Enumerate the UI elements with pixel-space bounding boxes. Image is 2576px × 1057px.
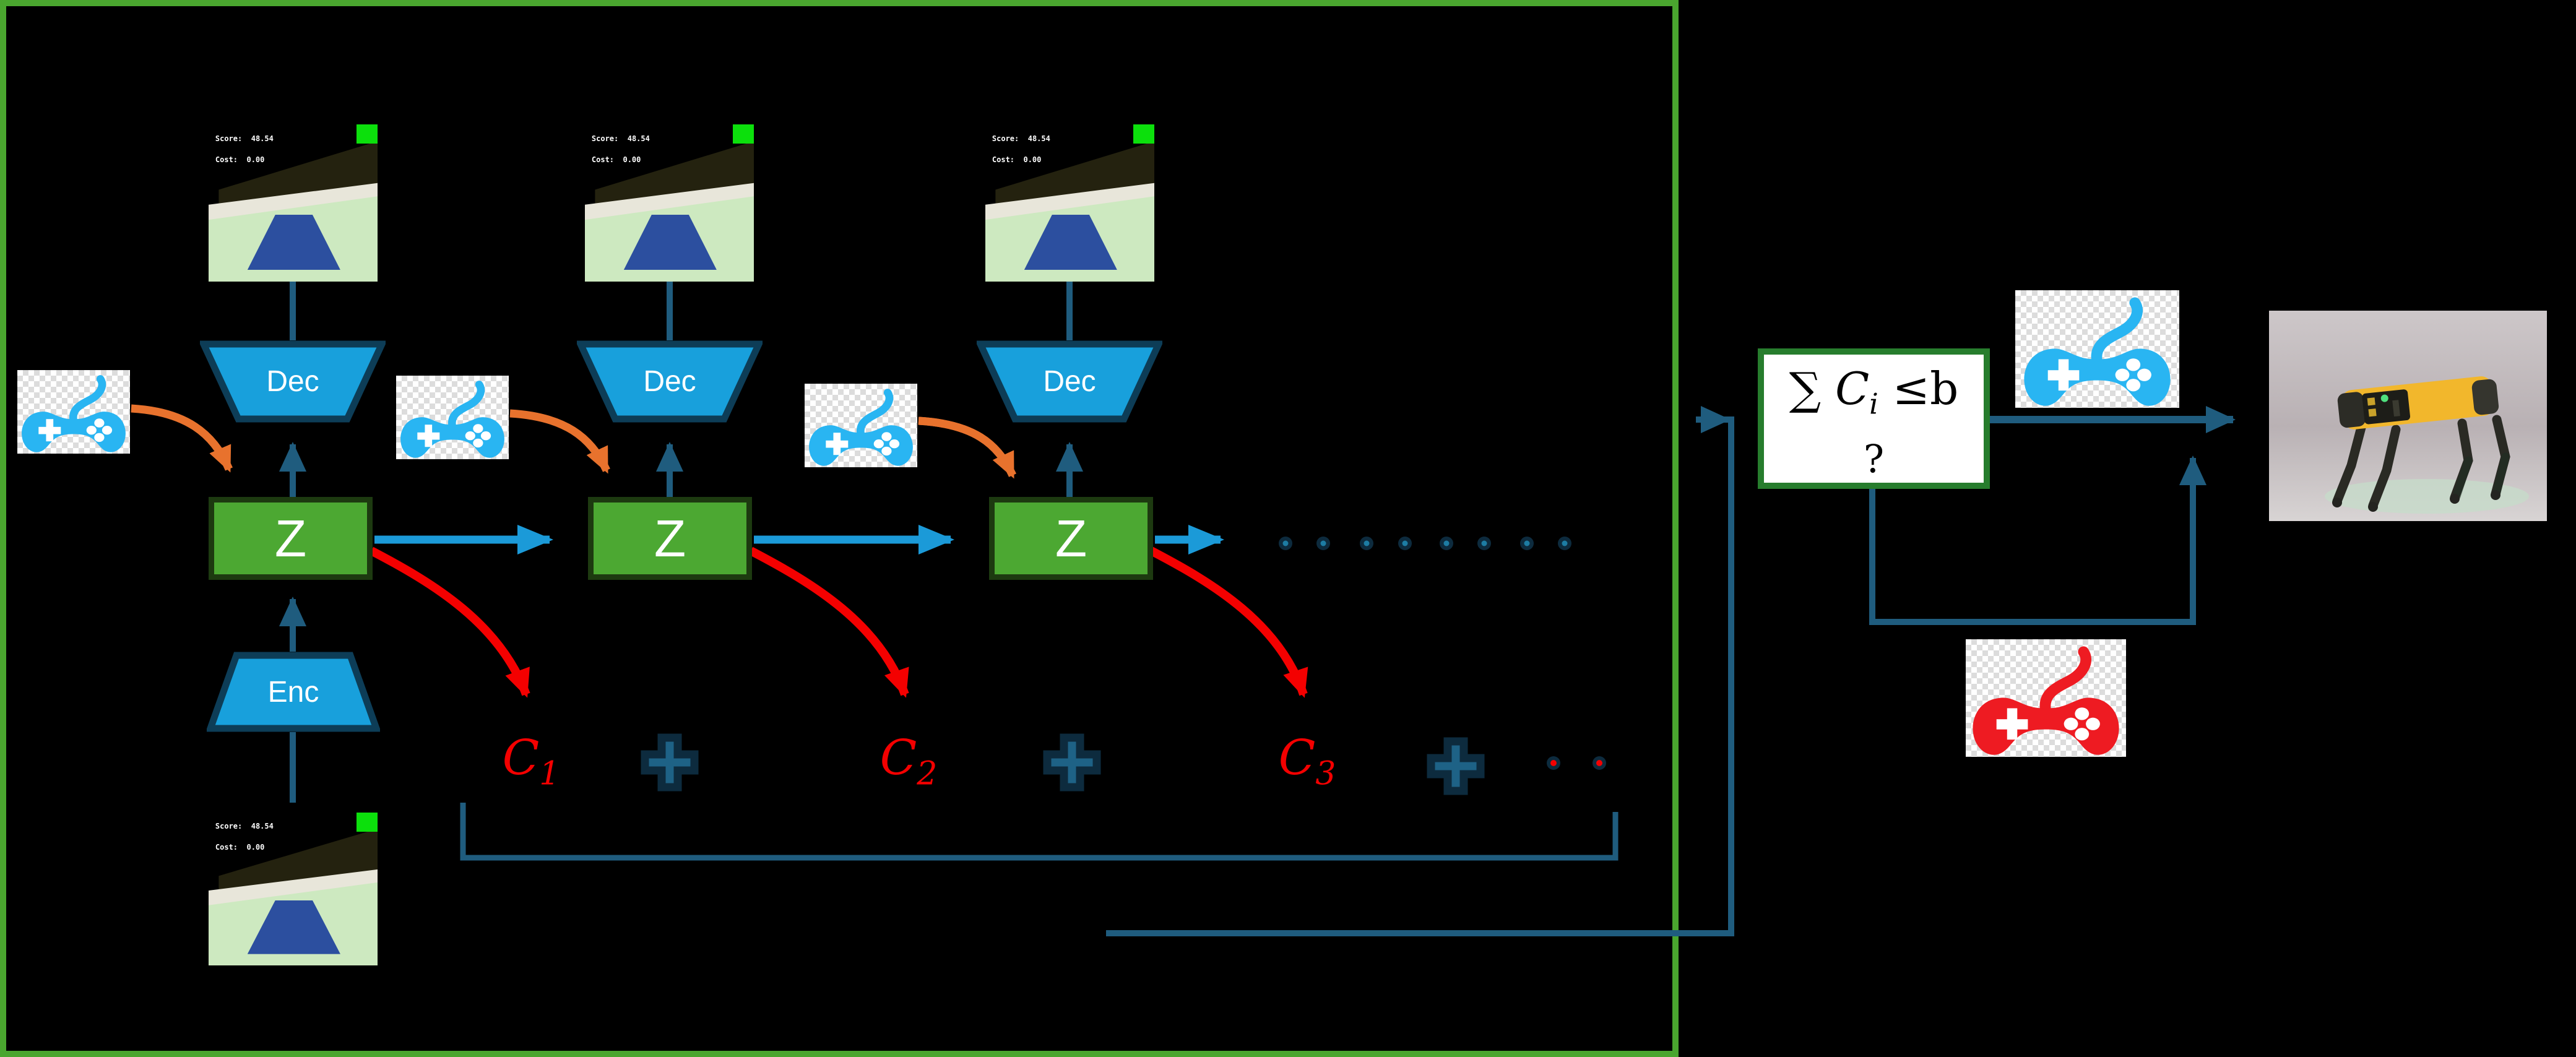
decoder-node-1: Dec [198,340,387,423]
latent-node-2: Z [588,497,752,580]
gamepad-icon [396,376,509,459]
thumb-green-badge [1133,124,1154,144]
latent-node-1: Z [209,497,373,580]
constraint-check-box: ∑ Ci ≤b ? [1758,348,1990,489]
action-gamepad-2 [396,376,509,459]
latent-label: Z [274,509,307,567]
gamepad-icon [17,370,130,454]
thumb-green-badge [357,812,378,832]
decoder-label: Dec [266,365,319,398]
thumb-green-badge [357,124,378,144]
cost-term-3: C3 [1278,730,1336,793]
decoder-label: Dec [1043,365,1096,398]
cost-term-1: C1 [502,730,560,793]
constraint-expression: ∑ Ci ≤b [1789,363,1959,421]
gamepad-icon [805,384,917,467]
constraint-question-mark: ? [1863,436,1885,482]
latent-label: Z [1055,509,1087,567]
replan-action-gamepad [1966,639,2126,757]
decoder-label: Dec [643,365,696,398]
cost-term-2: C2 [880,730,938,793]
spot-robot-image [2269,311,2547,521]
action-gamepad-3 [805,384,917,467]
action-gamepad-1 [17,370,130,454]
decoder-node-2: Dec [575,340,764,423]
gamepad-icon [1966,639,2126,757]
decoder-node-3: Dec [975,340,1164,423]
latent-label: Z [654,509,686,567]
latent-node-3: Z [989,497,1153,580]
gamepad-icon [2015,290,2179,408]
executed-action-gamepad [2015,290,2179,408]
thumb-green-badge [733,124,754,144]
encoder-label: Enc [267,675,319,709]
encoder-node: Enc [205,652,381,732]
